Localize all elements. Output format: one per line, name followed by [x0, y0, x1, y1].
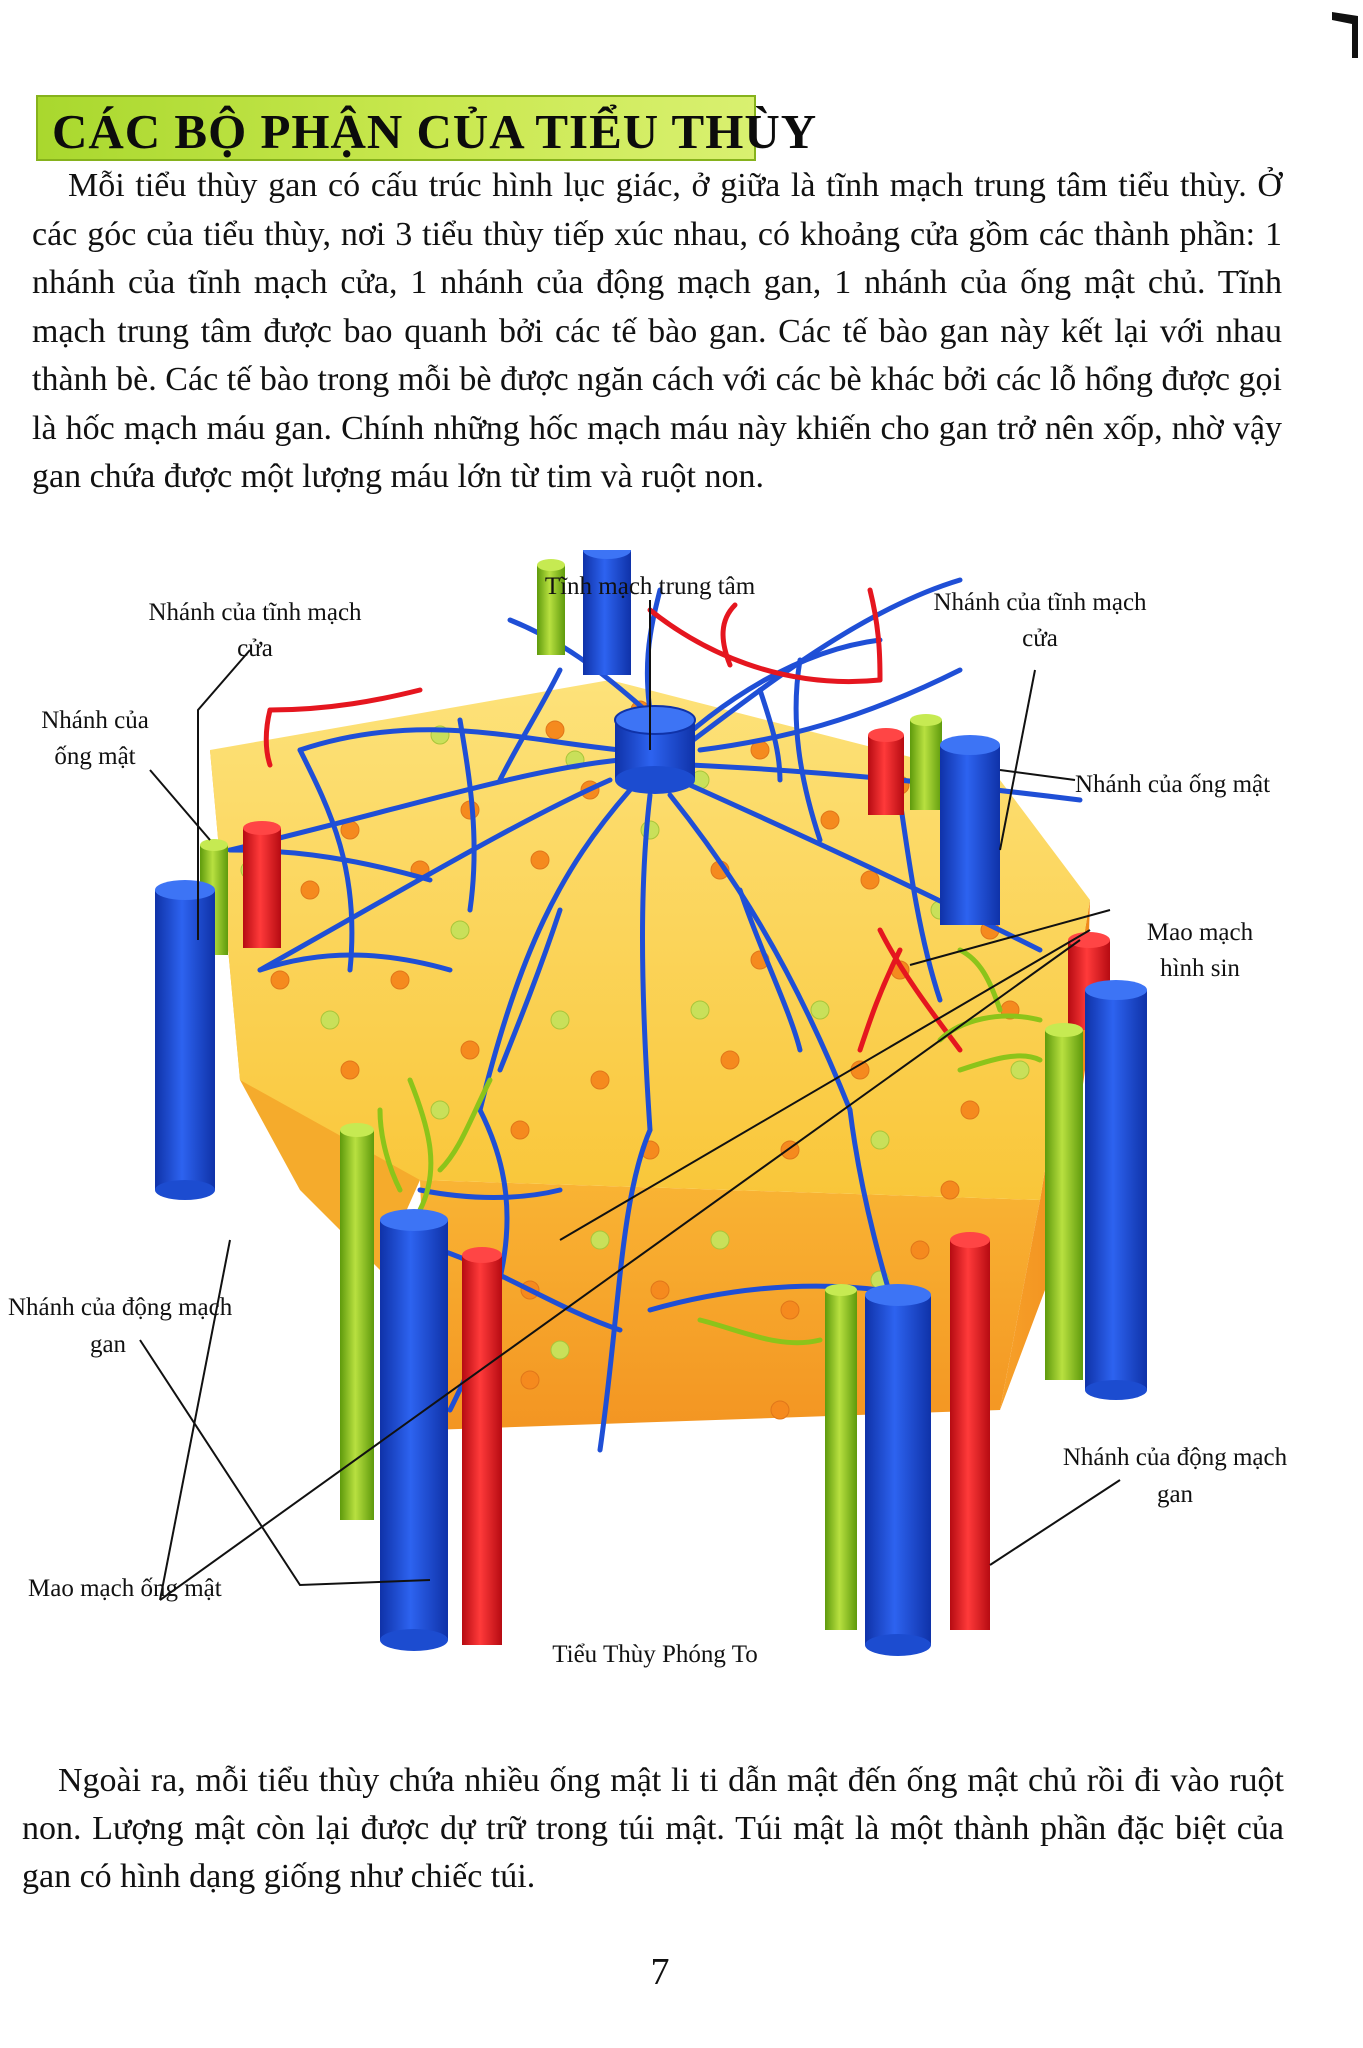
portal-triad-front-left: [340, 1123, 502, 1651]
leader-lines: [139, 600, 1121, 1601]
intro-text: Mỗi tiểu thùy gan có cấu trúc hình lục g…: [32, 162, 1282, 502]
portal-triad-top: [537, 550, 1000, 925]
label-portal-vein-left-2: cửa: [237, 635, 273, 662]
portal-triad-left: [155, 821, 281, 1200]
label-hepatic-artery-left-1: Nhánh của động mạch: [8, 1294, 233, 1321]
page-title: CÁC BỘ PHẬN CỦA TIỂU THÙY: [52, 104, 818, 159]
central-vein: [614, 705, 696, 794]
lobule-diagram: Tĩnh mạch trung tâm Nhánh của tĩnh mạch …: [8, 550, 1288, 1668]
label-bile-duct-right: Nhánh của ống mật: [1075, 771, 1270, 798]
label-sinusoid-1: Mao mạch: [1147, 919, 1254, 946]
outro-text: Ngoài ra, mỗi tiểu thùy chứa nhiều ống m…: [22, 1757, 1284, 1901]
artery-branch-top: [263, 587, 963, 1053]
bile-capillaries: [377, 947, 1043, 1346]
label-central-vein: Tĩnh mạch trung tâm: [545, 573, 756, 600]
title-banner: CÁC BỘ PHẬN CỦA TIỂU THÙY: [36, 95, 816, 161]
label-sinusoid-2: hình sin: [1160, 955, 1240, 982]
corner-print-mark: [1332, 12, 1358, 58]
outro-paragraph: Ngoài ra, mỗi tiểu thùy chứa nhiều ống m…: [22, 1762, 1284, 1895]
label-bile-duct-left-2: ống mật: [54, 743, 135, 770]
portal-triad-right: [1045, 932, 1147, 1400]
portal-triad-front-right: [825, 1232, 990, 1656]
diagram-caption: Tiểu Thùy Phóng To: [552, 1641, 757, 1668]
label-portal-vein-left-1: Nhánh của tĩnh mạch: [148, 599, 362, 626]
label-bile-capillary: Mao mạch ống mật: [28, 1575, 222, 1602]
label-portal-vein-right-1: Nhánh của tĩnh mạch: [933, 589, 1147, 616]
label-hepatic-artery-right-1: Nhánh của động mạch: [1063, 1444, 1288, 1471]
label-hepatic-artery-right-2: gan: [1157, 1481, 1194, 1508]
intro-paragraph: Mỗi tiểu thùy gan có cấu trúc hình lục g…: [32, 167, 1282, 495]
page-number: 7: [650, 1951, 670, 1993]
label-bile-duct-left-1: Nhánh của: [41, 707, 149, 734]
label-portal-vein-right-2: cửa: [1022, 625, 1058, 652]
label-hepatic-artery-left-2: gan: [90, 1331, 127, 1358]
